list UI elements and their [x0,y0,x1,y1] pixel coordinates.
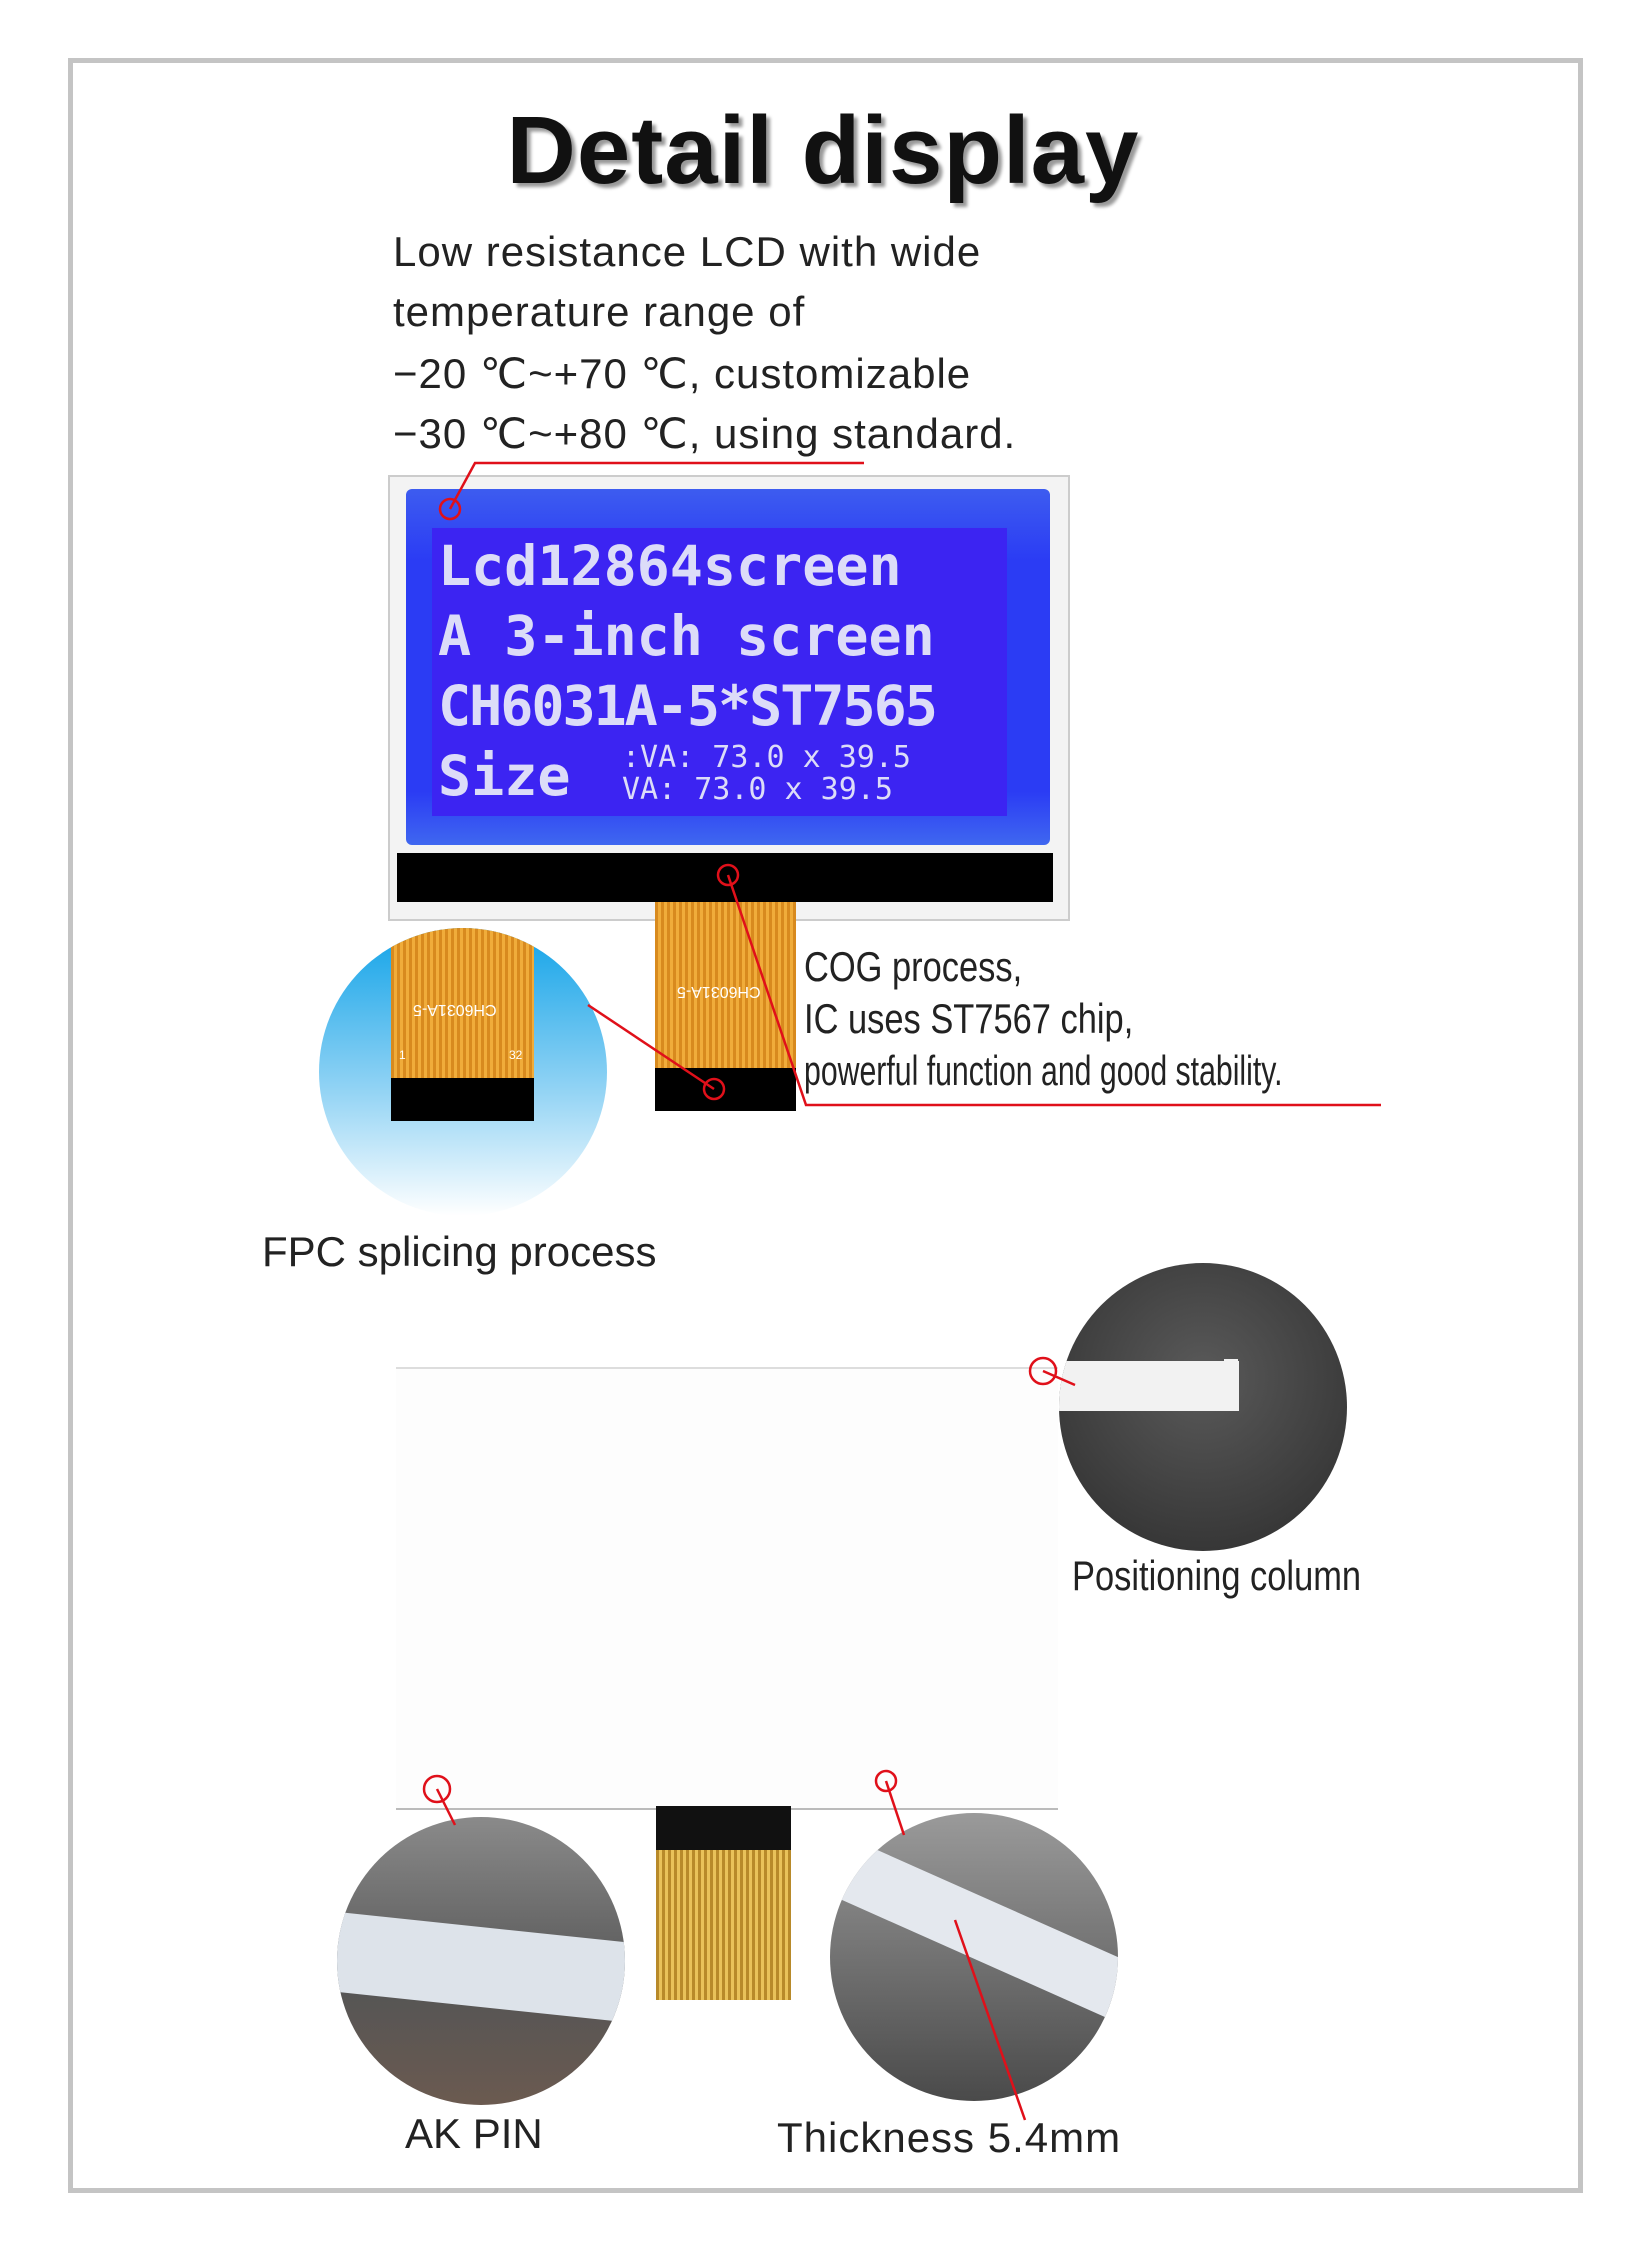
thickness-photo [830,1813,1118,2101]
page-title: Detail display [506,97,1140,204]
lcd-size-label: Size [438,744,571,808]
callout-circle [1028,1356,1058,1386]
lcd-bottom-bar [397,853,1053,902]
callout-circle [874,1769,898,1793]
description-line: temperature range of [393,288,806,335]
callout-circle [702,1077,726,1101]
positioning-callout-line [1042,1369,1076,1387]
cog-text-line: COG process, [804,943,1023,990]
lcd-line: CH6031A-5*ST7565 [438,674,938,738]
fpc-pin-label: 1 [399,1048,406,1062]
callout-circle [716,863,740,887]
thickness-measure-line [953,1919,1027,2121]
fpc-splicing-label: FPC splicing process [262,1228,657,1275]
description-line: −30 ℃~+80 ℃, using standard. [393,410,1017,457]
thickness-label: Thickness 5.4mm [777,2114,1122,2161]
cog-callout-line [726,874,1381,1107]
description-line: Low resistance LCD with wide [393,228,982,275]
cog-text-line: IC uses ST7567 chip, [804,995,1134,1042]
cog-text-line: powerful function and good stability. [804,1047,1283,1094]
callout-circle [438,497,462,521]
fpc-callout-line [587,1003,715,1091]
positioning-column-photo [1059,1263,1347,1551]
temperature-callout-line [448,461,864,510]
ak-pin-photo [337,1817,625,2105]
fpc-pin-label: 32 [509,1048,523,1062]
thickness-callout-line [884,1780,906,1836]
lcd-line: Lcd12864screen [438,534,902,598]
ak-pin-label: AK PIN [405,2110,543,2157]
lcd-screen: Lcd12864screen A 3-inch screen CH6031A-5… [432,528,1007,816]
positioning-column-label: Positioning column [1072,1552,1362,1599]
description-line: −20 ℃~+70 ℃, customizable [393,350,972,397]
fpc-cable-back [656,1806,791,2000]
lcd-size-row: VA: 73.0 x 39.5 [622,772,893,807]
lcd-size-row: :VA: 73.0 x 39.5 [622,740,911,775]
lcd-module-back [396,1367,1058,1810]
lcd-line: A 3-inch screen [438,604,935,668]
page-frame [68,58,1583,2193]
fpc-stiffener [655,1068,796,1111]
fpc-cable: CH6031A-5 [655,902,796,1068]
callout-circle [422,1774,452,1804]
akpin-callout-line [435,1788,457,1826]
fpc-splicing-photo: CH6031A-5 1 32 [319,928,607,1216]
